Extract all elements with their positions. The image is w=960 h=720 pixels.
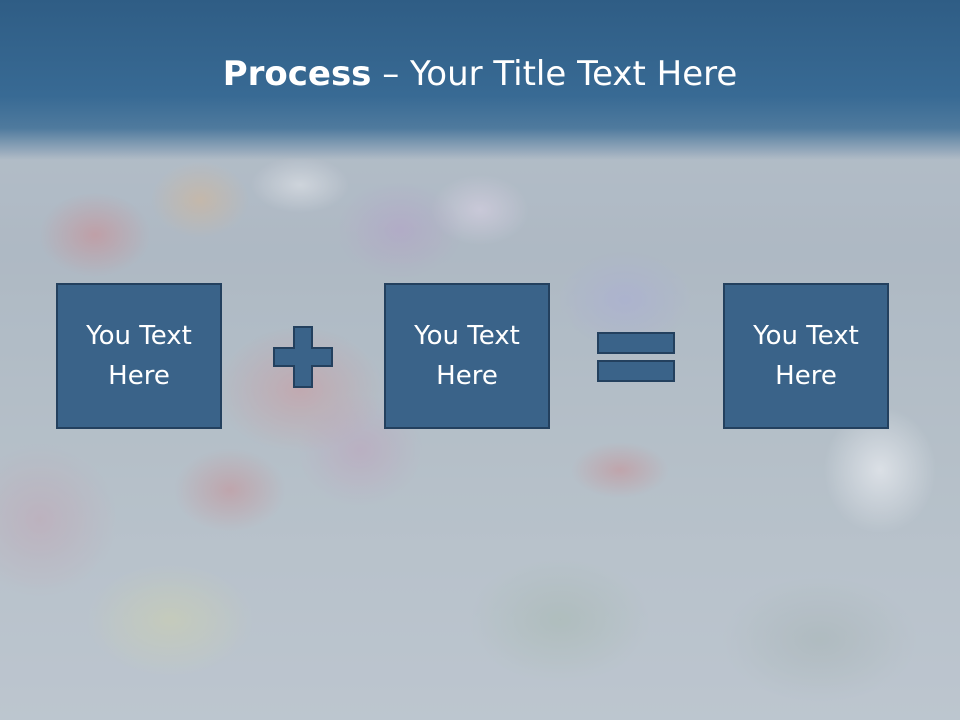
process-box-3-text: You Text Here <box>753 321 859 391</box>
process-box-2[interactable]: You Text Here <box>384 283 550 429</box>
process-box-1-text: You Text Here <box>86 321 192 391</box>
header-band: Process – Your Title Text Here <box>0 0 960 160</box>
slide-title-bold: Process <box>222 54 372 94</box>
plus-icon <box>273 326 333 388</box>
slide-title[interactable]: Process – Your Title Text Here <box>0 52 960 96</box>
slide-title-rest: – Your Title Text Here <box>371 54 738 94</box>
process-box-1[interactable]: You Text Here <box>56 283 222 429</box>
equals-icon <box>597 332 675 382</box>
process-box-2-text: You Text Here <box>414 321 520 391</box>
process-box-3[interactable]: You Text Here <box>723 283 889 429</box>
